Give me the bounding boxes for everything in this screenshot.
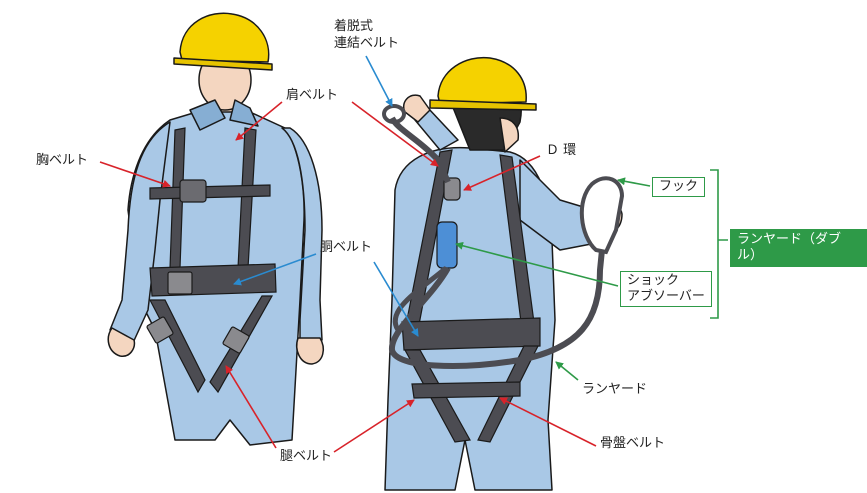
label-hook: フック [652, 177, 706, 197]
label-pelvic-belt: 骨盤ベルト [600, 436, 666, 451]
connector-ring [382, 104, 406, 124]
leader-waist-belt-front [233, 253, 317, 286]
leader-leg-belt-back [333, 399, 415, 453]
label-chest-belt: 胸ベルト [36, 153, 89, 168]
label-shock-absorber: ショック アブソーバー [620, 271, 712, 307]
label-d-ring: Ｄ 環 [546, 143, 577, 158]
leader-waist-belt-back [373, 261, 419, 337]
label-lanyard: ランヤード [582, 382, 648, 397]
lanyard-double-bracket [710, 169, 728, 319]
label-shock-absorber-line2: アブソーバー [627, 289, 705, 304]
lanyard-hook [579, 176, 625, 255]
label-shoulder-belt: 肩ベルト [286, 88, 339, 103]
label-waist-belt: 胴ベルト [320, 240, 373, 255]
label-shock-absorber-line1: ショック [627, 273, 680, 288]
leader-chest-belt [99, 161, 171, 188]
label-detachable-belt-line1: 着脱式 [334, 19, 374, 34]
leader-shock-absorber [455, 241, 619, 287]
leader-d-ring [463, 155, 541, 191]
leader-shoulder-belt-back [351, 101, 439, 167]
lanyard-strap-2 [392, 266, 448, 332]
leader-lines [99, 55, 728, 453]
leader-hook [617, 177, 651, 187]
label-detachable-belt-line2: 連結ベルト [334, 36, 400, 51]
leader-leg-belt-front [225, 365, 277, 449]
label-lanyard-double: ランヤード（ダブル） [730, 229, 867, 267]
leader-lanyard [555, 361, 579, 381]
label-leg-belt: 腿ベルト [280, 449, 333, 464]
leader-shoulder-belt-front [235, 101, 283, 141]
leader-detachable-belt [365, 55, 393, 107]
leader-pelvic-belt [499, 397, 597, 447]
shock-absorber [436, 221, 458, 269]
back-harness [401, 149, 541, 443]
